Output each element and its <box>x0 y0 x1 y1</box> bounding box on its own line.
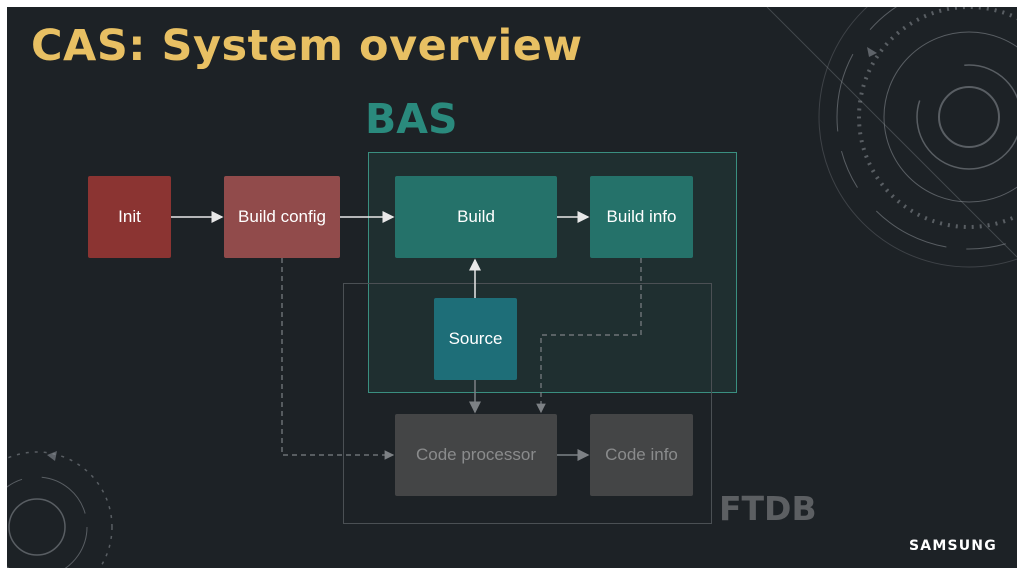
samsung-logo: SAMSUNG <box>909 538 997 554</box>
bas-group-label: BAS <box>365 95 458 143</box>
decorative-dial-ornament <box>7 7 1017 568</box>
dashed-build-config-to-code-processor <box>281 258 395 460</box>
code-info-node: Code info <box>590 414 693 496</box>
build-node: Build <box>395 176 557 258</box>
ftdb-group-label: FTDB <box>719 489 817 528</box>
source-node: Source <box>434 298 517 380</box>
init-node: Init <box>88 176 171 258</box>
build-info-node: Build info <box>590 176 693 258</box>
slide: CAS: System overview BAS FTDB Init Build… <box>7 7 1017 568</box>
slide-title: CAS: System overview <box>31 21 583 71</box>
ftdb-group-box <box>343 283 712 524</box>
code-processor-node: Code processor <box>395 414 557 496</box>
dashed-build-info-to-code-processor <box>536 258 642 414</box>
build-config-node: Build config <box>224 176 340 258</box>
connector-arrows <box>171 211 642 461</box>
